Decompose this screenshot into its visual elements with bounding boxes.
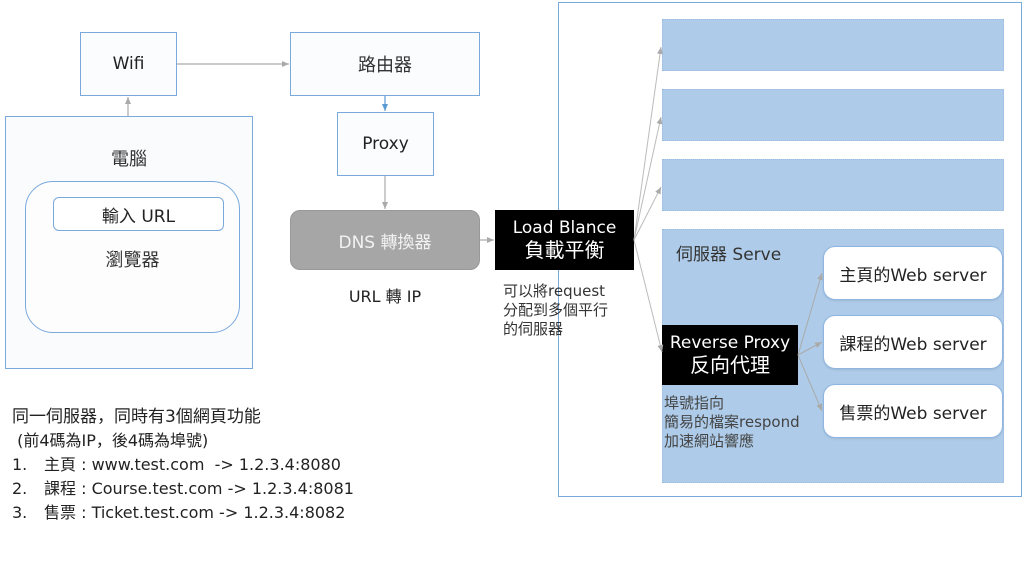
reverse-proxy-note-line: 簡易的檔案respond [664, 413, 800, 431]
dns-label: DNS 轉換器 [338, 232, 432, 253]
notes-item: 3. 售票 : Ticket.test.com -> 1.2.3.4:8082 [12, 501, 354, 525]
reverse-proxy-label-zh: 反向代理 [690, 353, 770, 378]
web-server-home: 主頁的Web server [823, 246, 1003, 300]
browser-label: 瀏覽器 [105, 250, 160, 271]
notes-item: 1. 主頁 : www.test.com -> 1.2.3.4:8080 [12, 453, 354, 477]
web-server-ticket: 售票的Web server [823, 384, 1003, 438]
wifi-box: Wifi [80, 32, 177, 96]
url-input[interactable]: 輸入 URL [53, 197, 224, 231]
parallel-server-1 [662, 19, 1004, 71]
dns-caption: URL 轉 IP [348, 287, 422, 306]
computer-label: 電腦 [111, 149, 147, 170]
server-area-label: 伺服器 Serve [676, 245, 782, 265]
load-balancer-label-zh: 負載平衡 [524, 238, 605, 263]
notes-subtitle: (前4碼為IP，後4碼為埠號) [12, 431, 209, 450]
load-balancer-note: 可以將request 分配到多個平行 的伺服器 [503, 282, 608, 339]
notes-item-number: 2. [12, 479, 28, 498]
parallel-server-3 [662, 159, 1004, 211]
notes-title: 同一伺服器，同時有3個網頁功能 [12, 407, 261, 427]
notes-item-text: 課程 : Course.test.com -> 1.2.3.4:8081 [44, 479, 354, 498]
notes-item: 2. 課程 : Course.test.com -> 1.2.3.4:8081 [12, 477, 354, 501]
notes-item-text: 售票 : Ticket.test.com -> 1.2.3.4:8082 [44, 503, 346, 522]
reverse-proxy-note: 埠號指向 簡易的檔案respond 加速網站響應 [664, 394, 800, 451]
notes-item-number: 3. [12, 503, 28, 522]
reverse-proxy-box: Reverse Proxy 反向代理 [662, 325, 798, 385]
load-balancer-note-line: 可以將request [503, 282, 606, 300]
load-balancer-box: Load Blance 負載平衡 [495, 210, 634, 270]
web-server-course: 課程的Web server [823, 315, 1003, 369]
notes-block: 同一伺服器，同時有3個網頁功能 (前4碼為IP，後4碼為埠號) 1. 主頁 : … [12, 405, 354, 525]
parallel-server-2 [662, 89, 1004, 141]
notes-item-number: 1. [12, 455, 28, 474]
reverse-proxy-label-en: Reverse Proxy [669, 332, 791, 353]
router-box: 路由器 [290, 32, 480, 96]
notes-item-text: 主頁 : www.test.com -> 1.2.3.4:8080 [44, 455, 341, 474]
dns-box: DNS 轉換器 [290, 210, 480, 270]
reverse-proxy-note-line: 加速網站響應 [664, 432, 755, 450]
load-balancer-note-line: 分配到多個平行 [503, 301, 609, 319]
proxy-box: Proxy [337, 112, 434, 176]
load-balancer-label-en: Load Blance [512, 217, 617, 238]
reverse-proxy-note-line: 埠號指向 [664, 394, 725, 412]
load-balancer-note-line: 的伺服器 [503, 320, 564, 338]
